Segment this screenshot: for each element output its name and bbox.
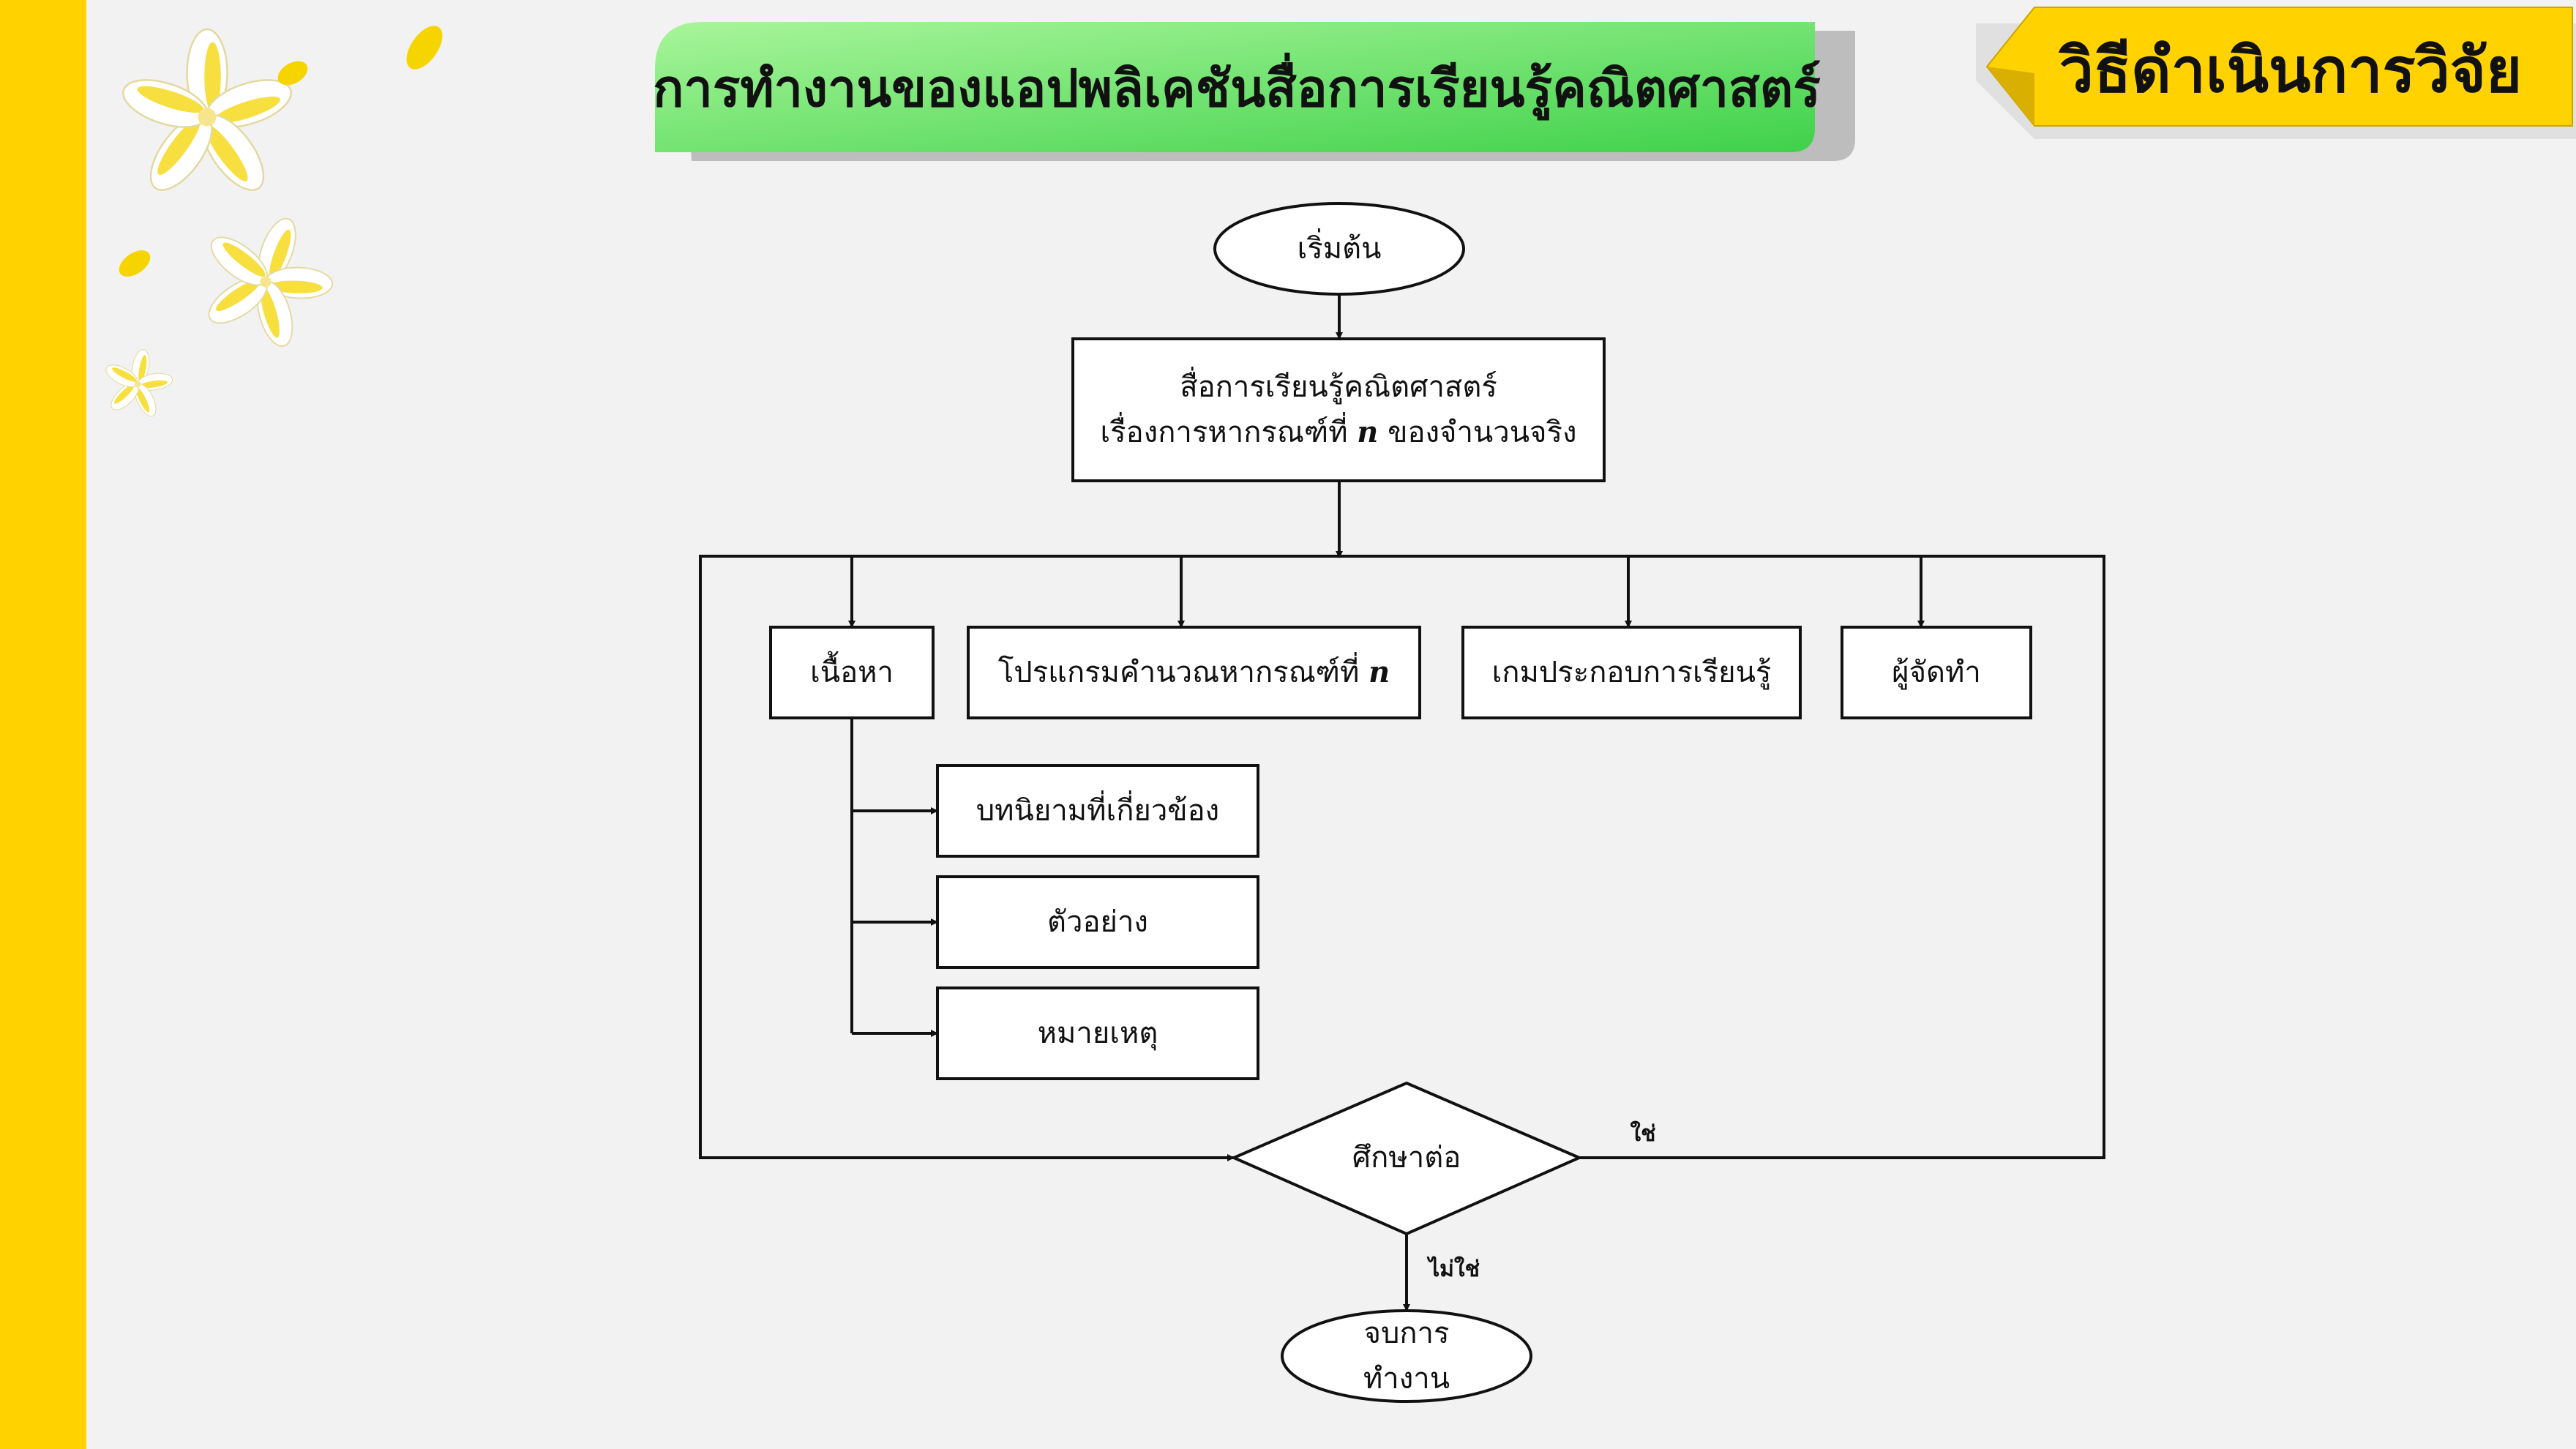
media-label-line2-text: เรื่องการหากรณฑ์ที่: [1100, 416, 1348, 449]
title-banner: [655, 22, 1815, 152]
petal-icon: [406, 26, 443, 70]
media-node: [1071, 337, 1606, 482]
flower-icon: [201, 213, 334, 351]
game-node: [1461, 626, 1802, 719]
remark-node: [936, 986, 1259, 1080]
example-label: ตัวอย่าง: [1047, 905, 1148, 939]
definition-node: [936, 764, 1259, 858]
n-symbol: n: [1357, 415, 1379, 449]
definition-label: บทนิยามที่เกี่ยวข้อง: [976, 794, 1220, 828]
end-label-line2: ทำงาน: [1363, 1362, 1450, 1396]
flower-icon: [102, 348, 174, 420]
page-title: การทำงานของแอปพลิเคชันสื่อการเรียนรู้คณิ…: [653, 58, 1821, 119]
program-label-text: โปรแกรมคำนวณหากรณฑ์ที่: [997, 656, 1360, 689]
author-node: [1841, 626, 2032, 719]
program-label: โปรแกรมคำนวณหากรณฑ์ที่ n: [968, 627, 1420, 718]
media-label-line2: เรื่องการหากรณฑ์ที่ n ของจำนวนจริง: [1100, 410, 1576, 455]
left-accent-bar: [0, 0, 86, 1449]
content-node: [769, 626, 935, 719]
n-symbol: n: [1368, 655, 1390, 689]
program-node: [967, 626, 1421, 719]
example-node: [936, 875, 1259, 969]
flower-decoration: [102, 28, 334, 420]
tag-banner-fold: [1987, 67, 2034, 126]
game-label: เกมประกอบการเรียนรู้: [1491, 656, 1772, 689]
media-label-line2-tail: ของจำนวนจริง: [1388, 416, 1577, 449]
author-label: ผู้จัดทำ: [1892, 656, 1981, 689]
flower-icon: [116, 28, 298, 201]
end-label: จบการ ทำงาน: [1282, 1311, 1531, 1401]
media-label: สื่อการเรียนรู้คณิตศาสตร์ เรื่องการหากรณ…: [1073, 339, 1604, 481]
petal-icon: [119, 250, 151, 277]
end-label-line1: จบการ: [1363, 1317, 1450, 1350]
petal-icon: [277, 61, 308, 86]
header-banners: [655, 7, 2576, 161]
media-label-line1: สื่อการเรียนรู้คณิตศาสตร์: [1180, 370, 1497, 404]
content-label: เนื้อหา: [810, 656, 894, 689]
decision-label: ศึกษาต่อ: [1352, 1141, 1461, 1175]
section-tag: วิธีดำเนินการวิจัย: [2059, 34, 2523, 106]
yes-label: ใช่: [1630, 1121, 1656, 1147]
start-label: เริ่มต้น: [1297, 232, 1382, 266]
no-label: ไม่ใช่: [1429, 1257, 1480, 1282]
tag-banner: [1985, 7, 2573, 127]
remark-label: หมายเหตุ: [1037, 1016, 1158, 1050]
